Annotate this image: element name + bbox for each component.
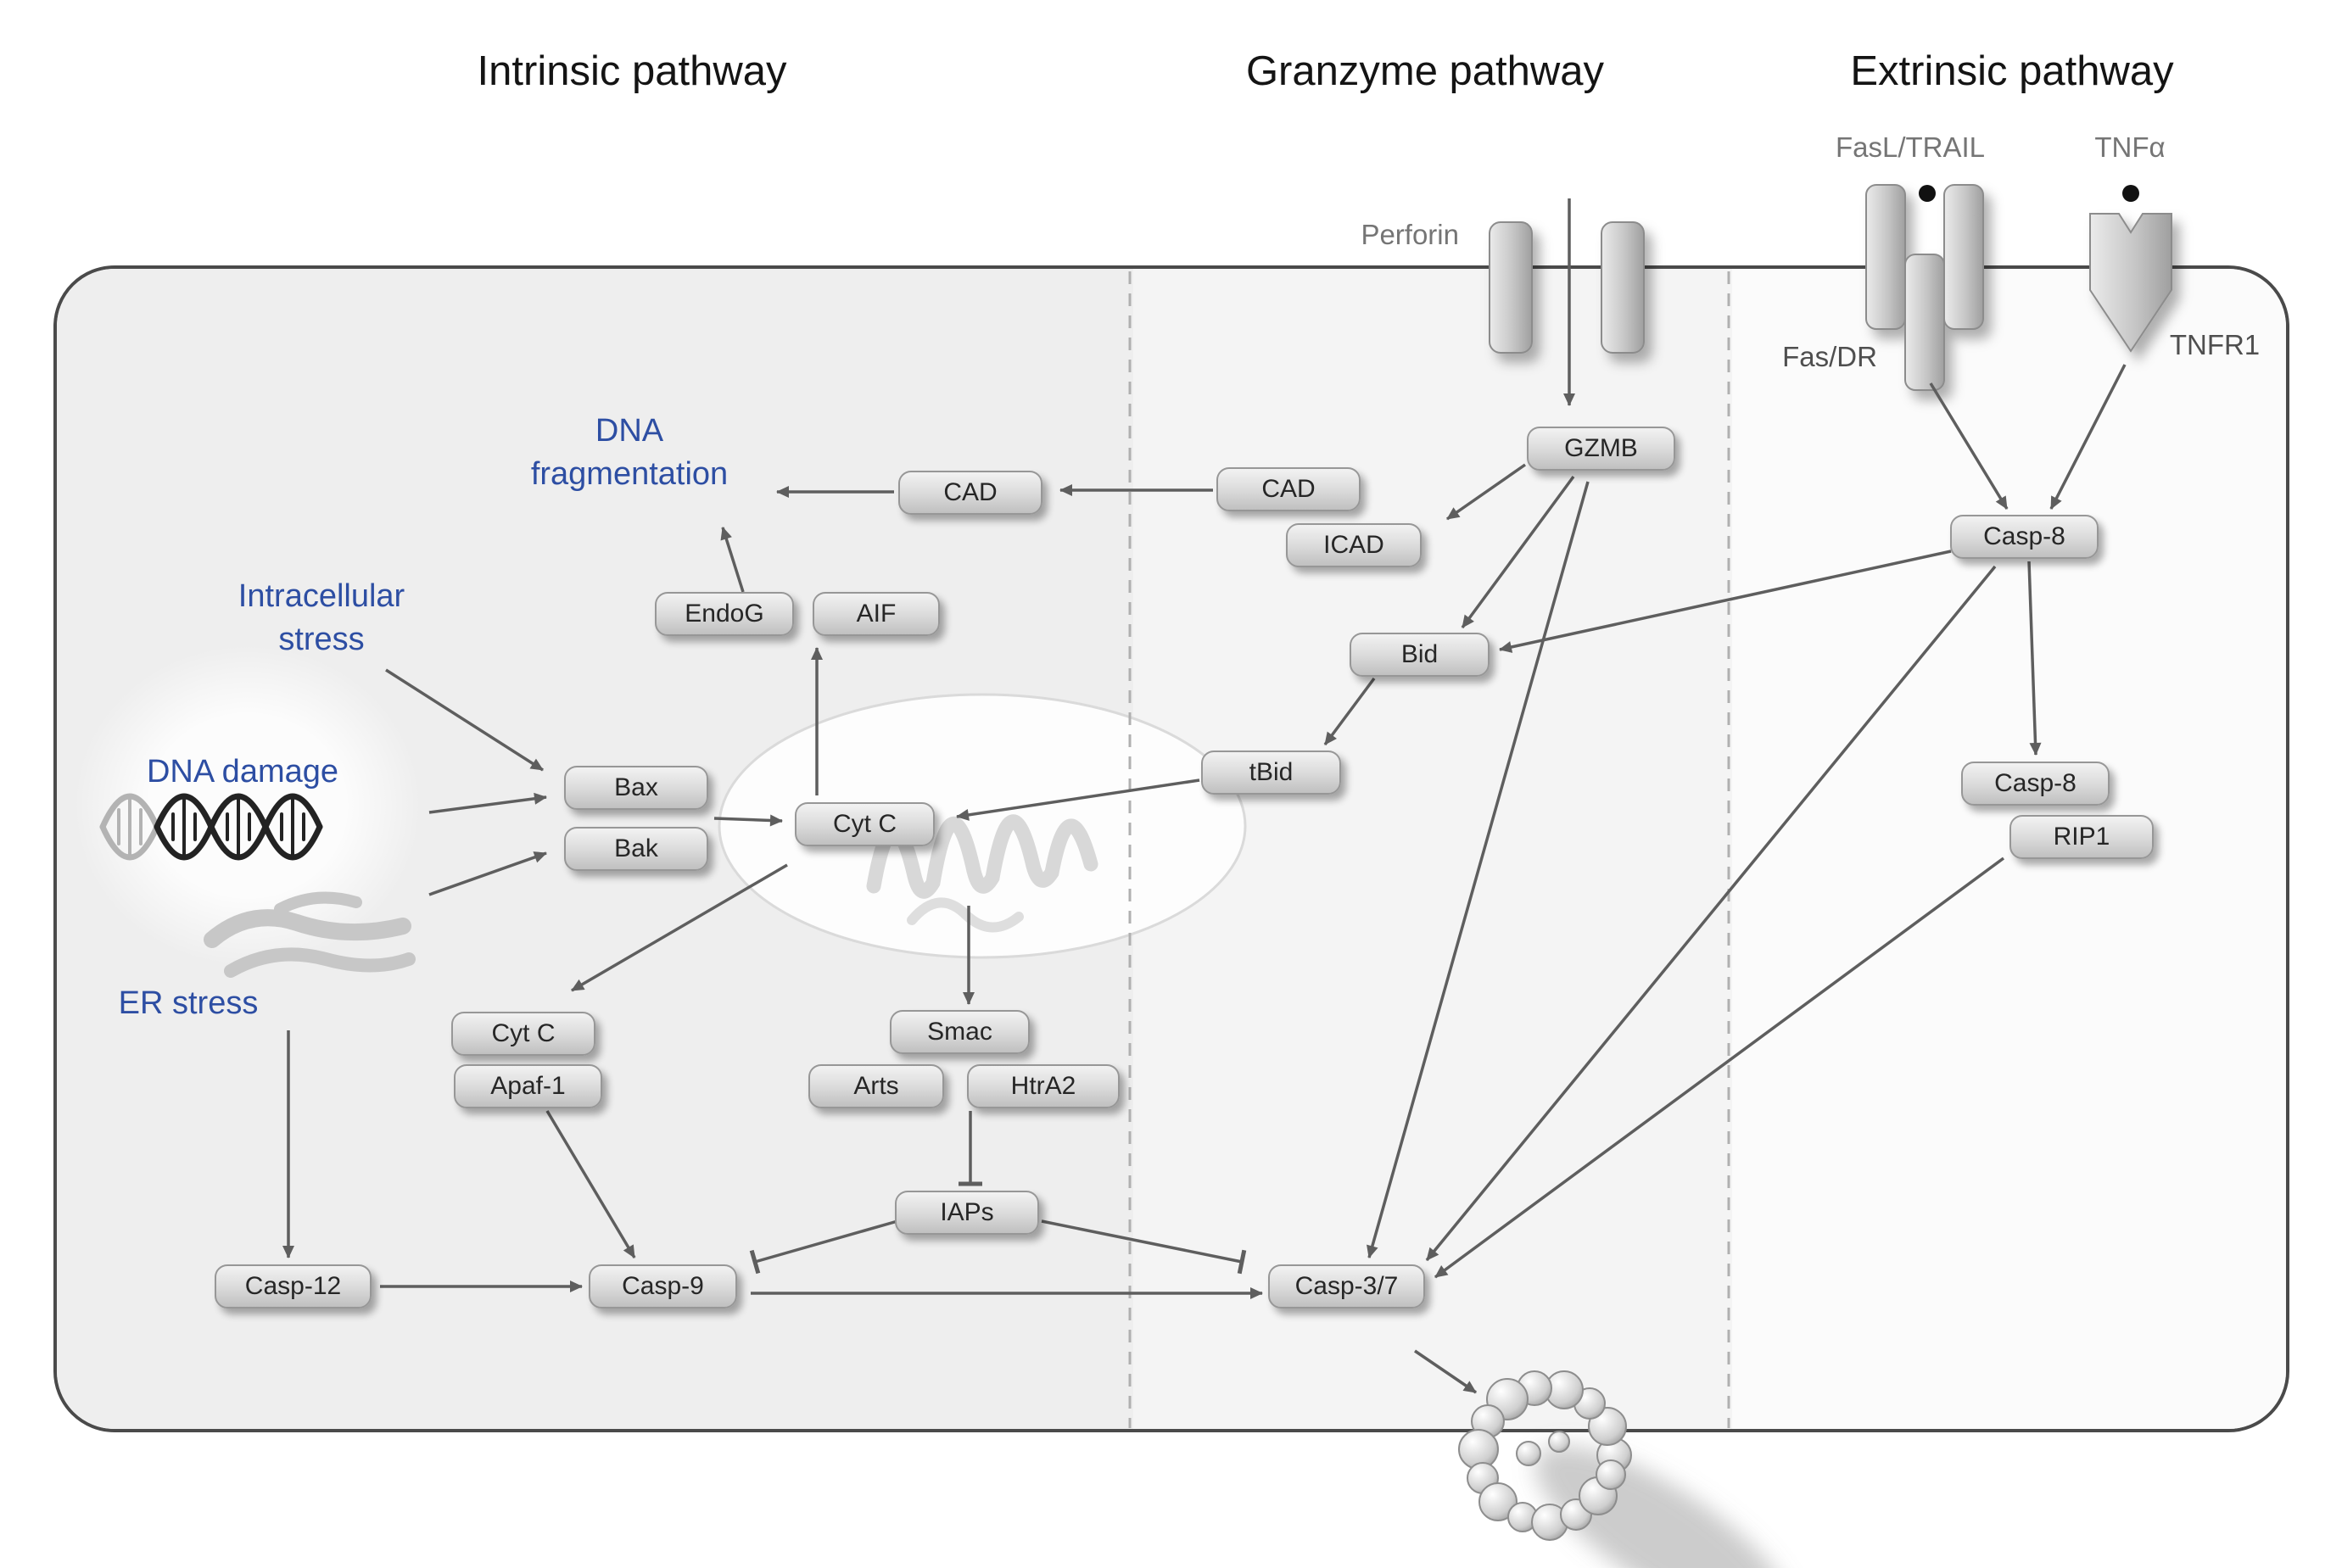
node-casp8-complex: Casp-8 bbox=[1961, 762, 2110, 806]
node-smac: Smac bbox=[890, 1010, 1030, 1054]
dna-fragmentation-line1: DNA bbox=[595, 413, 664, 449]
fas-dr-label: Fas/DR bbox=[1782, 341, 1877, 372]
node-gzmb: GZMB bbox=[1527, 427, 1675, 471]
pathway-arrows bbox=[282, 198, 2127, 1394]
intracellular-stress-label: Intracellular stress bbox=[238, 575, 405, 662]
intrinsic-pathway-title: Intrinsic pathway bbox=[477, 48, 787, 94]
node-bak: Bak bbox=[564, 827, 708, 871]
fasl-ligand-dot bbox=[1919, 185, 1936, 202]
perforin-channel-icon bbox=[1489, 221, 1645, 354]
node-iaps: IAPs bbox=[895, 1191, 1039, 1235]
node-arts: Arts bbox=[808, 1064, 944, 1108]
cell-membrane bbox=[53, 265, 2289, 1432]
tnfa-label: TNFα bbox=[2094, 131, 2166, 163]
node-tbid: tBid bbox=[1201, 751, 1341, 795]
extrinsic-pathway-title: Extrinsic pathway bbox=[1850, 48, 2174, 94]
intracellular-stress-line2: stress bbox=[278, 622, 365, 658]
node-cytc-apaf: Cyt C bbox=[451, 1012, 595, 1056]
node-cad-granzyme: CAD bbox=[1216, 467, 1361, 511]
node-aif: AIF bbox=[813, 592, 940, 636]
node-bid: Bid bbox=[1350, 633, 1490, 677]
node-casp12: Casp-12 bbox=[215, 1264, 372, 1309]
fas-receptor-icon bbox=[1865, 184, 1984, 391]
dna-fragmentation-line2: fragmentation bbox=[530, 456, 729, 493]
node-bax: Bax bbox=[564, 766, 708, 810]
node-casp37: Casp-3/7 bbox=[1268, 1264, 1425, 1309]
nucleus bbox=[74, 644, 422, 967]
perforin-label: Perforin bbox=[1361, 219, 1459, 250]
dna-fragmentation-label: DNA fragmentation bbox=[531, 410, 728, 497]
dna-helix-icon bbox=[99, 793, 323, 861]
node-casp9: Casp-9 bbox=[589, 1264, 737, 1309]
node-htra2: HtrA2 bbox=[967, 1064, 1120, 1108]
node-casp8-initiator: Casp-8 bbox=[1950, 515, 2099, 559]
dna-damage-label: DNA damage bbox=[146, 754, 339, 790]
extrinsic-region bbox=[1732, 269, 2286, 1429]
granzyme-pathway-title: Granzyme pathway bbox=[1245, 48, 1605, 94]
er-organelle bbox=[204, 891, 416, 978]
node-icad: ICAD bbox=[1286, 523, 1422, 567]
intracellular-stress-line1: Intracellular bbox=[238, 578, 405, 614]
mitochondrion bbox=[718, 693, 1247, 959]
node-apaf1: Apaf-1 bbox=[454, 1064, 602, 1108]
tnfa-ligand-dot bbox=[2122, 185, 2139, 202]
er-stress-label: ER stress bbox=[118, 985, 259, 1021]
node-cad-intrinsic: CAD bbox=[898, 471, 1042, 515]
node-endog: EndoG bbox=[655, 592, 794, 636]
tnfr1-receptor-icon bbox=[2089, 213, 2172, 353]
fasl-trail-label: FasL/TRAIL bbox=[1835, 131, 1986, 163]
apoptotic-body-icon bbox=[1458, 1370, 1791, 1568]
node-cytc-mito: Cyt C bbox=[795, 802, 935, 846]
pathway-dividers bbox=[1128, 271, 1730, 1428]
node-rip1: RIP1 bbox=[2009, 815, 2154, 859]
tnfr1-label: TNFR1 bbox=[2169, 329, 2261, 360]
